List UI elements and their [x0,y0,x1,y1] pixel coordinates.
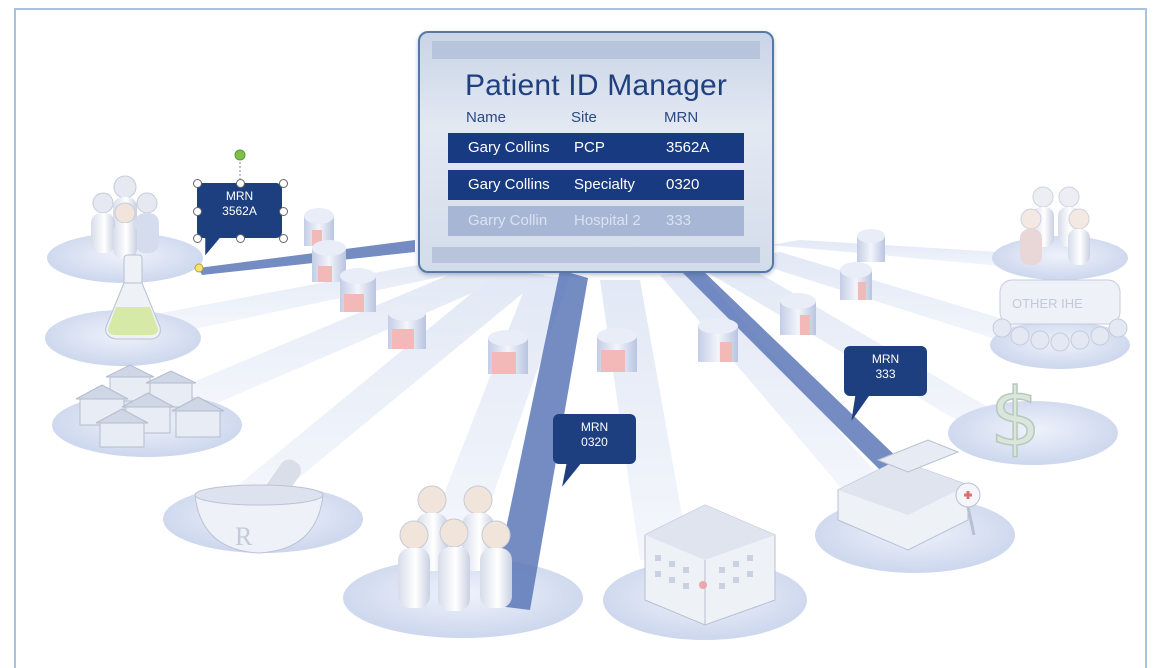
other-ihe-icon: OTHER IHE [992,279,1128,352]
row-mrn: 3562A [666,139,710,156]
column-header-mrn: MRN [664,109,699,126]
selection-handle[interactable] [279,234,288,243]
lab-flask-icon [105,254,161,340]
selection-handle[interactable] [193,179,202,188]
row-site: Hospital 2 [574,212,641,229]
selection-handle[interactable] [279,179,288,188]
row-site: Specialty [574,176,635,193]
mrn-callout-label: MRN [871,352,900,366]
panel-top-band [432,41,760,59]
mrn-callout-left[interactable]: MRN 3562A [197,183,282,259]
mrn-callout-value: 333 [875,367,896,381]
selection-rotate-handle[interactable] [194,149,246,273]
row-mrn: 333 [666,212,692,229]
table-row: Gary Collins Specialty 0320 [448,170,744,200]
mrn-callout-label: MRN [225,189,254,203]
column-header-name: Name [466,109,507,126]
blue-beams [198,240,905,610]
pharmacy-mortar-icon: R [194,459,324,554]
mrn-callout-label: MRN [580,420,609,434]
selection-handle[interactable] [236,234,245,243]
selection-handle[interactable] [193,207,202,216]
row-name: Gary Collins [468,139,550,156]
patient-id-manager-panel: Patient ID Manager Name Site MRN Gary Co… [418,31,774,273]
selection-handle[interactable] [279,207,288,216]
data-cylinders [304,208,885,374]
hospital-2-icon [837,439,981,551]
panel-title: Patient ID Manager [464,69,728,102]
mrn-callout-center: MRN 0320 [553,414,636,490]
mrn-callout-value: 0320 [581,435,608,449]
row-name: Gary Collins [468,176,550,193]
row-mrn: 0320 [666,176,700,193]
row-name: Garry Collin [468,212,548,229]
mrn-callout-right: MRN 333 [844,346,927,424]
table-row: Gary Collins PCP 3562A [448,133,744,163]
patients-group-icon [91,175,159,259]
mrn-callout-value: 3562A [222,204,257,218]
clinicians-group-icon [398,485,512,611]
community-houses-icon [75,364,225,448]
table-row: Garry Collin Hospital 2 333 [448,206,744,236]
billing-dollar-icon: $ [989,370,1041,465]
patients-group-right-icon [1020,186,1090,265]
hospital-building-icon [644,504,776,626]
panel-bottom-band [432,247,760,263]
other-ihe-label: OTHER IHE [1012,296,1083,311]
svg-text:$: $ [990,371,1041,464]
column-header-site: Site [571,109,597,126]
row-site: PCP [574,139,605,156]
selection-handle[interactable] [236,179,245,188]
svg-text:R: R [235,522,253,551]
selection-handle[interactable] [193,234,202,243]
